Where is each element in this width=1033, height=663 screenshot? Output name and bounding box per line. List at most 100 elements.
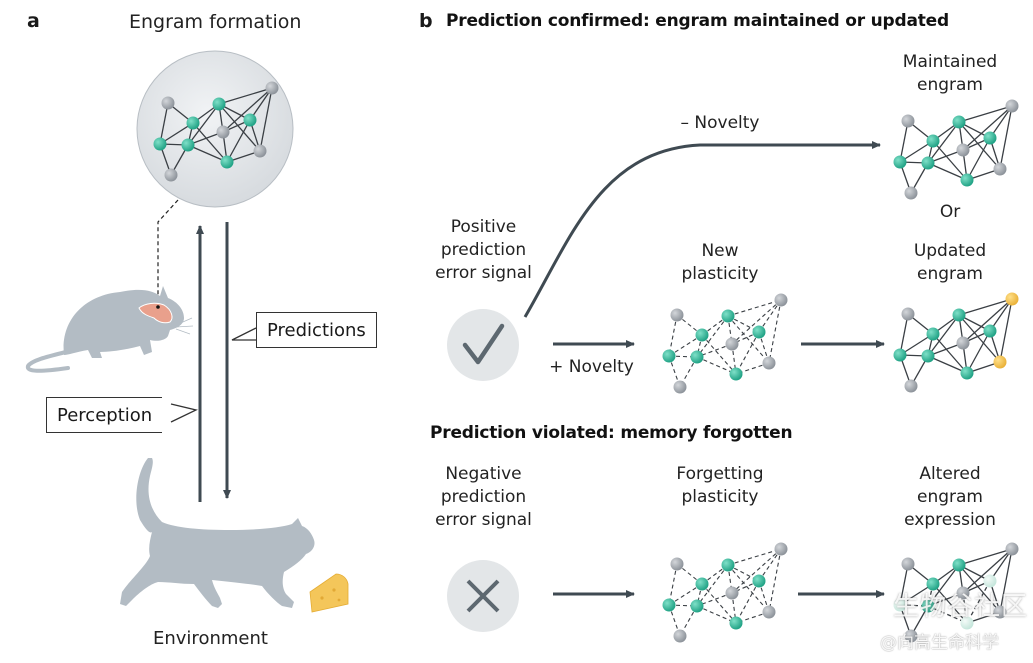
teal-neuron-node	[243, 113, 257, 127]
network-edge	[192, 122, 228, 163]
network-edge	[899, 583, 934, 606]
teal-neuron-node	[690, 350, 704, 364]
network-edge	[927, 121, 960, 164]
teal-neuron-node	[662, 598, 676, 612]
panel-b-letter: b	[419, 10, 433, 32]
teal-neuron-node	[960, 366, 974, 380]
gray-neuron-node	[1005, 542, 1019, 556]
predictions-label: Predictions	[256, 312, 377, 348]
network-edge	[927, 314, 960, 357]
network-edge	[676, 563, 703, 585]
network-edge	[222, 87, 273, 133]
minus-novelty-label: – Novelty	[680, 113, 760, 133]
teal-neuron-node	[983, 324, 997, 338]
network-edge	[218, 103, 261, 152]
watermark-handle: @向高生命科学	[880, 633, 999, 653]
teal-neuron-node	[220, 155, 234, 169]
network-edge	[727, 564, 770, 613]
network-edge	[701, 583, 737, 624]
teal-neuron-node	[181, 138, 195, 152]
teal-neuron-node	[153, 137, 167, 151]
gray-neuron-node	[673, 629, 687, 643]
network-edge	[966, 330, 991, 374]
network-edge	[932, 140, 968, 181]
network-edge	[958, 314, 1001, 363]
teal-neuron-node	[893, 155, 907, 169]
network-edge	[159, 122, 194, 145]
network-edge	[927, 355, 968, 374]
network-edge	[727, 315, 770, 364]
yellow-neuron-node	[993, 355, 1007, 369]
network-edge	[966, 137, 991, 181]
minus-novelty-arrow	[523, 141, 881, 318]
engram-network-formation	[153, 81, 279, 182]
teal-neuron-node	[921, 599, 935, 613]
teal-neuron-node	[952, 308, 966, 322]
gray-neuron-node	[216, 125, 230, 139]
gray-neuron-node	[774, 293, 788, 307]
watermark-logo-text: 生物谷社区	[893, 592, 1029, 622]
network-edge	[187, 103, 220, 146]
network-edge	[668, 355, 681, 388]
network-edge	[768, 548, 782, 613]
teal-neuron-node	[983, 131, 997, 145]
network-edge	[768, 299, 782, 364]
network-edge	[727, 299, 782, 317]
network-edge	[999, 105, 1013, 170]
network-edge	[958, 564, 1001, 613]
forgetting-plasticity-label: Forgetting plasticity	[676, 464, 764, 507]
teal-neuron-node	[695, 328, 709, 342]
teal-neuron-node	[752, 325, 766, 339]
teal-neuron-node	[952, 558, 966, 572]
gray-neuron-node	[956, 336, 970, 350]
network-edge	[899, 120, 909, 163]
engram-network-updated	[893, 292, 1019, 393]
teal-neuron-node	[186, 116, 200, 130]
gray-neuron-node	[725, 586, 739, 600]
engram-network-altered	[893, 542, 1019, 643]
gray-neuron-node	[762, 356, 776, 370]
teal-neuron-node	[690, 599, 704, 613]
panel-a-title: Engram formation	[129, 11, 302, 33]
network-edge	[899, 140, 934, 163]
teal-neuron-node	[921, 156, 935, 170]
network-edge	[958, 121, 1001, 170]
gray-neuron-node	[993, 605, 1007, 619]
faded-neuron-node	[960, 616, 974, 630]
teal-neuron-node	[729, 616, 743, 630]
network-edge	[159, 102, 169, 145]
plus-novelty-label: + Novelty	[549, 357, 634, 377]
network-edge	[962, 105, 1013, 151]
engram-sphere	[136, 50, 294, 208]
teal-neuron-node	[952, 115, 966, 129]
network-edge	[701, 564, 729, 585]
network-edge	[731, 299, 782, 345]
gray-neuron-node	[956, 586, 970, 600]
network-edge	[927, 162, 968, 181]
network-edge	[735, 580, 760, 624]
network-edge	[259, 87, 273, 152]
confirmed-title: Prediction confirmed: engram maintained …	[446, 11, 949, 31]
perception-callout-pointer	[170, 403, 198, 423]
network-edge	[962, 298, 1013, 344]
violated-title: Prediction violated: memory forgotten	[430, 423, 793, 443]
gray-neuron-node	[774, 542, 788, 556]
teal-neuron-node	[926, 577, 940, 591]
teal-neuron-node	[729, 367, 743, 381]
negative-signal-badge	[447, 560, 519, 632]
network-edge	[731, 343, 737, 375]
network-edge	[962, 548, 1013, 594]
network-edge	[758, 331, 770, 364]
network-edge	[727, 548, 782, 566]
network-edge	[218, 87, 273, 105]
gray-neuron-node	[901, 114, 915, 128]
network-edge	[899, 563, 909, 606]
brain-region-icon	[138, 302, 173, 324]
teal-neuron-node	[893, 348, 907, 362]
network-edge	[927, 605, 968, 624]
new-plasticity-label: New plasticity	[681, 241, 759, 284]
network-edge	[958, 298, 1013, 316]
engram-network-forgetting	[662, 542, 788, 643]
network-edge	[999, 548, 1013, 613]
